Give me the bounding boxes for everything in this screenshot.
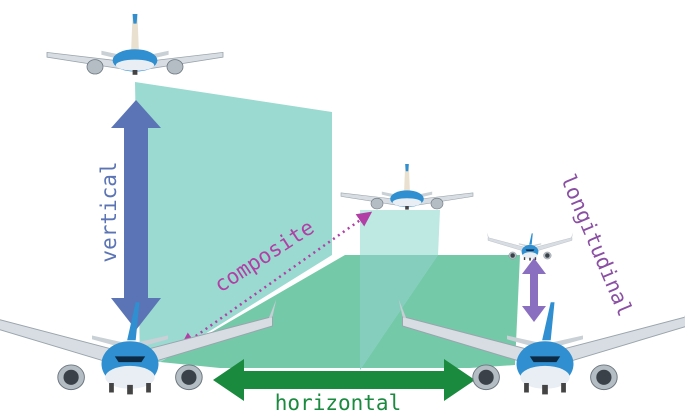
vertical-label: vertical xyxy=(97,161,121,262)
middle-plane-shadow xyxy=(360,255,438,370)
aircraft-top-left xyxy=(46,13,224,76)
horizontal-label: horizontal xyxy=(275,391,401,413)
vertical-arrow xyxy=(111,100,161,330)
composite-arrow xyxy=(179,211,373,348)
aircraft-middle xyxy=(340,163,474,210)
longitudinal-label: longitudinal xyxy=(556,171,637,320)
longitudinal-arrow xyxy=(522,258,546,322)
horizontal-arrow xyxy=(213,359,475,401)
